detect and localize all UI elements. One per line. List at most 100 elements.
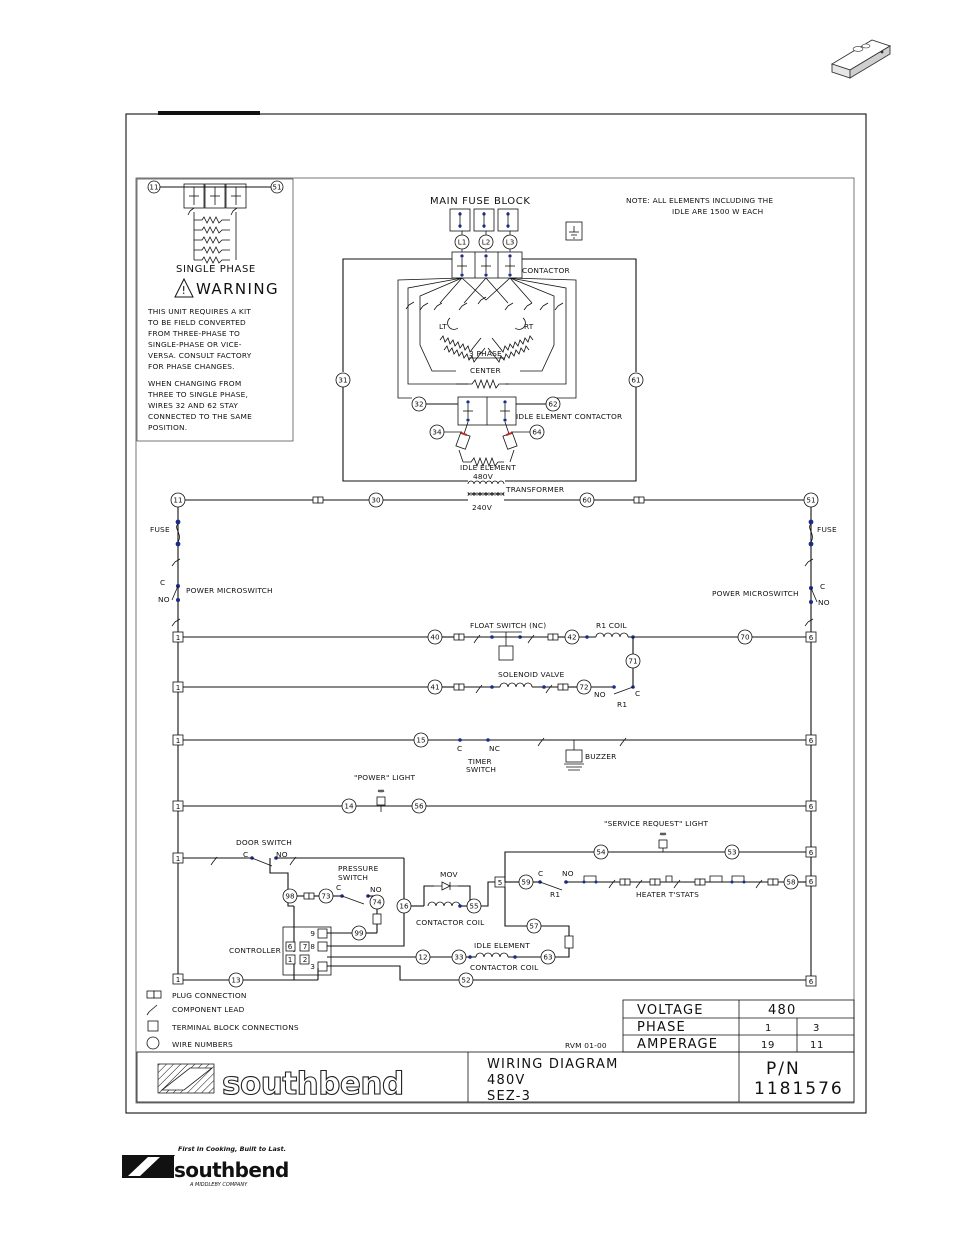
logo-tagline: First In Cooking, Built to Last.	[178, 1145, 286, 1153]
wire-number-16: 16	[396, 898, 412, 914]
three-phase-power-section: MAIN FUSE BLOCK L1 L2 L3 NOTE: ALL ELEME…	[335, 196, 773, 512]
wire-number-64: 64	[529, 424, 545, 440]
svg-text:53: 53	[727, 848, 736, 857]
phase-value-3: 3	[813, 1023, 820, 1034]
wire-number-31: 31	[335, 372, 351, 388]
terminal-block-left: 1 1 1 1 1 1	[172, 631, 184, 985]
inner-frame	[135, 177, 855, 1104]
three-phase-label: 3 PHASE	[469, 349, 502, 358]
wire-number-63: 63	[540, 949, 556, 965]
amperage-value-1: 19	[761, 1040, 775, 1051]
contactor-coil-label: CONTACTOR COIL	[416, 918, 485, 927]
svg-text:57: 57	[529, 922, 538, 931]
wire-number-33: 33	[451, 949, 467, 965]
amperage-value-3: 11	[810, 1040, 824, 1051]
warning-title: WARNING	[196, 280, 279, 298]
svg-text:6: 6	[809, 802, 814, 811]
svg-text:61: 61	[631, 376, 640, 385]
controller-label: CONTROLLER	[229, 946, 281, 955]
pressure-switch-no: NO	[370, 885, 382, 894]
svg-text:41: 41	[430, 683, 439, 692]
voltage-label: VOLTAGE	[637, 1003, 704, 1018]
wire-number-13: 13	[228, 972, 244, 988]
warning-line: VERSA. CONSULT FACTORY	[148, 351, 252, 360]
mov-label: MOV	[440, 870, 458, 879]
warning-line: FROM THREE-PHASE TO	[148, 329, 240, 338]
control-ladder: 11 51 30 60 FUSE FUSE C NO POWER MICROSW…	[150, 492, 837, 988]
contactor-label: CONTACTOR	[522, 266, 570, 275]
wire-number-56: 56	[411, 798, 427, 814]
pressure-switch-label-2: SWITCH	[338, 873, 368, 882]
svg-text:L2: L2	[482, 238, 491, 247]
wire-number-41: 41	[427, 679, 443, 695]
r1-heater-label: R1	[550, 890, 560, 899]
title-line-3: SEZ-3	[487, 1089, 531, 1104]
svg-text:6: 6	[809, 633, 814, 642]
svg-text:40: 40	[430, 633, 440, 642]
float-switch-label: FLOAT SWITCH (NC)	[470, 621, 546, 630]
center-label: CENTER	[470, 366, 501, 375]
wire-number-73: 73	[318, 888, 334, 904]
wire-number-98: 98	[282, 888, 298, 904]
svg-text:2: 2	[303, 955, 308, 964]
fuse-l1: L1	[454, 234, 470, 250]
svg-text:8: 8	[310, 942, 315, 951]
warning-line: THIS UNIT REQUIRES A KIT	[147, 307, 251, 316]
right-power-microswitch-label: POWER MICROSWITCH	[712, 589, 799, 598]
timer-nc: NC	[489, 744, 500, 753]
timer-switch-label: TIMER	[467, 757, 492, 766]
change-line: CONNECTED TO THE SAME	[148, 412, 252, 421]
title-line-2: 480V	[487, 1073, 526, 1088]
change-line: WHEN CHANGING FROM	[148, 379, 241, 388]
service-light-icon	[658, 832, 668, 852]
svg-text:12: 12	[418, 953, 427, 962]
svg-text:99: 99	[354, 929, 364, 938]
ground-icon	[565, 221, 583, 241]
svg-text:59: 59	[521, 878, 531, 887]
wire-number-53: 53	[724, 844, 740, 860]
svg-text:98: 98	[285, 892, 295, 901]
idle-element-contactor-label: IDLE ELEMENT CONTACTOR	[516, 412, 622, 421]
wire-number-74: 74	[369, 894, 385, 910]
service-request-light-label: "SERVICE REQUEST" LIGHT	[604, 819, 709, 828]
fuse-l2: L2	[478, 234, 494, 250]
southbend-footer-logo: First In Cooking, Built to Last. southbe…	[122, 1145, 289, 1188]
r1-contact-c: C	[635, 689, 640, 698]
door-switch-label: DOOR SWITCH	[236, 838, 292, 847]
svg-text:1: 1	[176, 854, 181, 863]
svg-text:1: 1	[176, 975, 181, 984]
svg-text:56: 56	[414, 802, 424, 811]
svg-text:1: 1	[176, 683, 181, 692]
voltage-value: 480	[768, 1003, 796, 1018]
title-block: southbend WIRING DIAGRAM 480V SEZ-3 P/N …	[136, 1051, 855, 1104]
svg-text:13: 13	[231, 976, 240, 985]
logo-company: A MIDDLEBY COMPANY	[189, 1182, 248, 1188]
svg-text:6: 6	[809, 977, 814, 986]
wire-number-51: 51	[803, 492, 819, 508]
svg-text:71: 71	[628, 657, 637, 666]
svg-text:72: 72	[579, 683, 588, 692]
wire-number-14: 14	[341, 798, 357, 814]
change-line: POSITION.	[148, 423, 187, 432]
pressure-switch-label: PRESSURE	[338, 864, 379, 873]
southbend-title-logo: southbend	[157, 1063, 405, 1103]
legend-terminal-block: TERMINAL BLOCK CONNECTIONS	[171, 1023, 299, 1032]
r1-coil-label: R1 COIL	[596, 621, 628, 630]
right-microswitch-c: C	[820, 582, 825, 591]
svg-text:6: 6	[288, 942, 293, 951]
fuse-l3: L3	[502, 234, 518, 250]
transformer-label: TRANSFORMER	[505, 485, 564, 494]
rt-label: RT	[524, 322, 534, 331]
svg-text:6: 6	[809, 848, 814, 857]
left-microswitch-no: NO	[158, 595, 170, 604]
power-light-label: "POWER" LIGHT	[354, 773, 416, 782]
spec-table: VOLTAGE 480 PHASE 1 3 AMPERAGE 19 11	[622, 999, 855, 1053]
transformer-primary-label: 480V	[473, 472, 493, 481]
svg-text:1: 1	[176, 802, 181, 811]
buzzer-label: BUZZER	[585, 752, 616, 761]
buzzer-icon	[564, 740, 584, 771]
wire-number-59: 59	[518, 874, 534, 890]
svg-text:31: 31	[338, 376, 347, 385]
idle-coil-label-2: CONTACTOR COIL	[470, 963, 539, 972]
svg-text:51: 51	[806, 496, 815, 505]
